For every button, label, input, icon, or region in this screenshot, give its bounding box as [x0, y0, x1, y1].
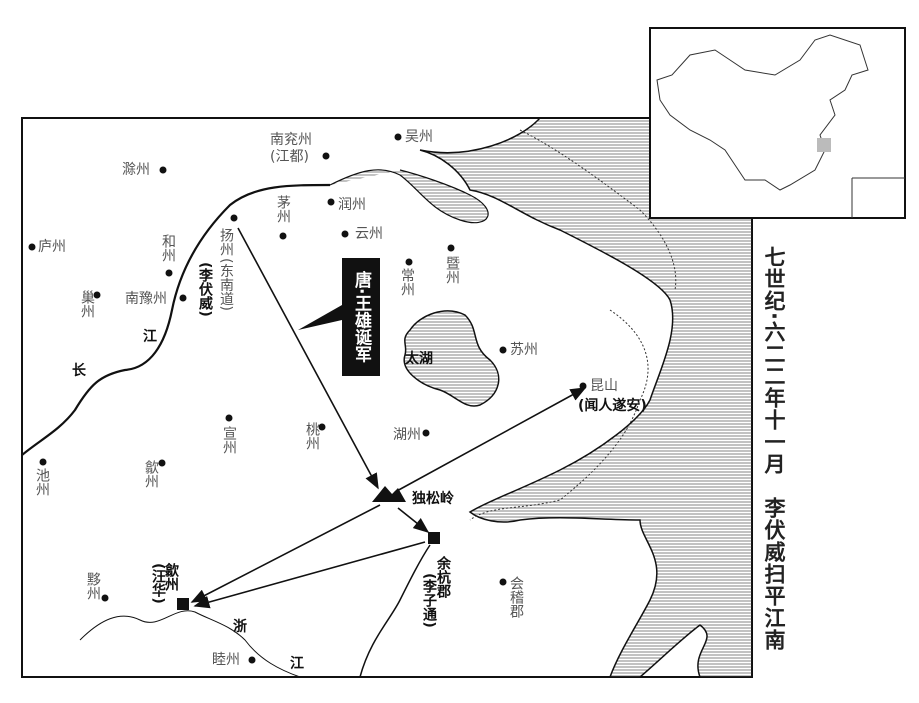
place-label: (闻人遂安): [578, 398, 647, 414]
place-label: 会稽郡: [508, 576, 524, 618]
place-label: 池州: [34, 468, 50, 496]
river-label: 浙: [233, 619, 247, 635]
place-label: 苏州: [510, 342, 538, 358]
place-label: (东南道): [218, 258, 234, 311]
place-label: 昆山: [590, 378, 618, 394]
place-label: 歙州: [163, 563, 179, 591]
place-label: 吴州: [405, 129, 433, 145]
place-label: 南兖州: [270, 132, 312, 148]
place-label: 宣州: [221, 426, 237, 454]
place-label: (李伏威): [197, 262, 213, 317]
place-label: 云州: [355, 226, 383, 242]
city-dots: [28, 133, 587, 664]
place-label: 和州: [160, 234, 176, 262]
army-callout: 唐·王雄诞军: [342, 258, 380, 376]
place-label: 茅州: [275, 195, 291, 223]
route-arrow: [190, 504, 381, 603]
south-sea-box: [851, 177, 905, 218]
inset-highlight: [817, 138, 831, 152]
place-label: 黟州: [85, 572, 101, 600]
place-label: 滁州: [122, 162, 150, 178]
place-label: 太湖: [405, 351, 433, 367]
place-label: 庐州: [38, 239, 66, 255]
map-title: 七世纪·六二二年十一月 李伏威扫平江南: [762, 246, 786, 651]
route-arrow: [397, 507, 430, 533]
ancient-coastline: [469, 129, 677, 521]
zhe-river: [79, 610, 301, 678]
place-label: (江都): [270, 149, 309, 165]
place-label: 南豫州: [125, 291, 167, 307]
place-label: 扬州: [218, 228, 234, 256]
place-label: 巢州: [79, 290, 95, 318]
city-square-yuhang: [428, 532, 440, 544]
place-label: 歙州: [143, 460, 159, 488]
place-label: 常州: [399, 268, 415, 296]
river-label: 江: [143, 329, 157, 345]
route-arrow: [394, 387, 587, 493]
sea-area: [419, 117, 753, 678]
river-label: 长: [72, 363, 86, 379]
place-label: 暨州: [444, 256, 460, 284]
city-square-shezhou: [177, 598, 189, 610]
route-arrow: [237, 227, 379, 490]
place-label: 余杭郡: [435, 556, 451, 598]
place-label: (汪华): [150, 563, 166, 604]
place-label: (李子通): [421, 573, 437, 628]
place-label: 湖州: [393, 427, 421, 443]
yangtze-river: [21, 183, 331, 456]
mountain-icon: [372, 486, 406, 502]
inset-frame: [649, 27, 906, 219]
route-arrow: [193, 541, 426, 609]
place-label: 睦州: [212, 652, 240, 668]
place-label: 独松岭: [412, 491, 454, 507]
place-label: 润州: [338, 197, 366, 213]
place-label: 桃州: [304, 422, 320, 450]
taihu-lake: [403, 310, 500, 407]
callout-pointer: [298, 305, 342, 330]
river-label: 江: [290, 656, 304, 672]
qiantang-bank: [359, 544, 431, 678]
yangtze-estuary: [329, 169, 489, 224]
china-outline: [656, 34, 869, 191]
